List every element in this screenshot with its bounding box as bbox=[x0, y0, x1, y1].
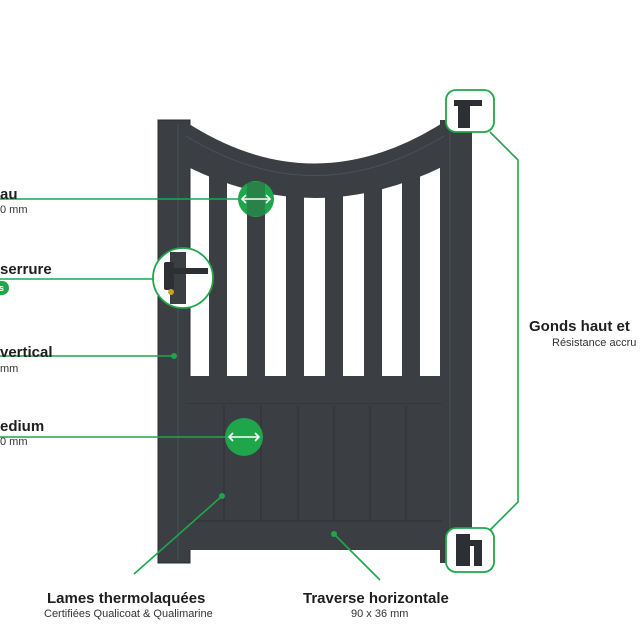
callout-serrure-title: serrure bbox=[0, 261, 52, 278]
callout-lames-subtitle: Certifiées Qualicoat & Qualimarine bbox=[44, 608, 213, 620]
right-post bbox=[440, 120, 472, 563]
callout-traverse-title: Traverse horizontale bbox=[303, 590, 449, 607]
pickets bbox=[209, 160, 420, 382]
left-post bbox=[158, 120, 190, 563]
callout-soubassement-title: edium bbox=[0, 418, 45, 435]
callout-barreau-subtitle: 0 mm bbox=[0, 204, 28, 216]
lock-handle-icon bbox=[152, 247, 214, 309]
double-arrow-icon bbox=[238, 181, 274, 217]
lower-panel bbox=[186, 404, 442, 522]
double-arrow-icon bbox=[225, 418, 263, 456]
callout-gonds-title: Gonds haut et bbox=[529, 318, 630, 335]
callout-montant-title: vertical bbox=[0, 344, 53, 361]
callout-serrure-badge: s bbox=[0, 281, 10, 295]
hinge-icon bbox=[445, 527, 495, 573]
callout-soubassement-subtitle: 0 mm bbox=[0, 436, 28, 448]
callout-gonds-subtitle: Résistance accru bbox=[552, 337, 637, 349]
callout-barreau-title: au bbox=[0, 186, 18, 203]
hinge-icon bbox=[445, 89, 495, 133]
callout-montant-subtitle: mm bbox=[0, 363, 19, 375]
middle-rail bbox=[186, 376, 442, 406]
callout-lames-title: Lames thermolaquées bbox=[47, 590, 206, 607]
callout-traverse-subtitle: 90 x 36 mm bbox=[351, 608, 409, 620]
bottom-rail bbox=[186, 520, 442, 550]
